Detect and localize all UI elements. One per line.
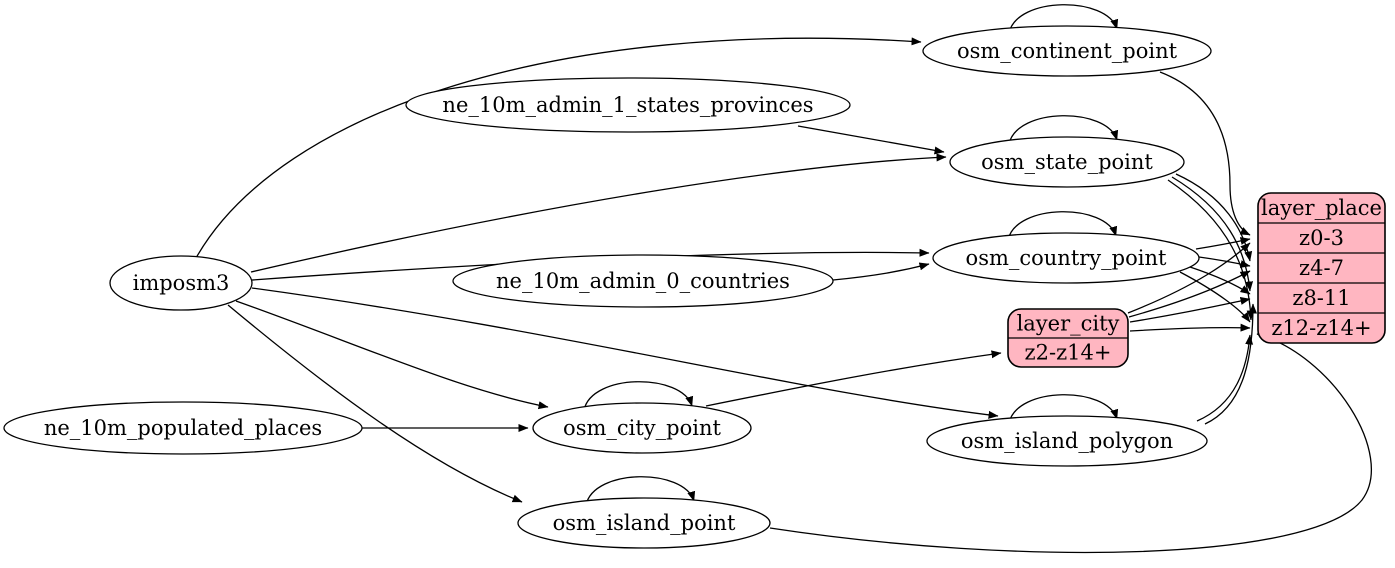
edge-imposm3-to-osm_island_point xyxy=(227,304,523,503)
record-row-layer_place-z12-z14+: z12-z14+ xyxy=(1271,316,1371,340)
node-shape-osm_continent_point xyxy=(922,25,1212,77)
node-label-osm_island_polygon: osm_island_polygon xyxy=(961,429,1173,453)
record-layer_place: layer_place z0-3 z4-7 z8-11 z12-z14+ xyxy=(1257,192,1386,344)
record-row-layer_city-z2-z14+: z2-z14+ xyxy=(1025,341,1112,365)
edge-layer_city-to-layer_place:z8-11 xyxy=(1129,297,1251,323)
node-shape-osm_island_point xyxy=(517,497,771,549)
edge-imposm3-to-osm_continent_point xyxy=(195,37,922,259)
edge-osm_country_point-to-layer_place:z4-7 xyxy=(1198,256,1251,268)
record-row-layer_place-z4-7: z4-7 xyxy=(1299,256,1344,280)
record-row-layer_place-z0-3: z0-3 xyxy=(1299,226,1344,250)
node-label-osm_continent_point: osm_continent_point xyxy=(957,39,1178,63)
node-ne_10m_admin_0_countries: ne_10m_admin_0_countries xyxy=(452,254,834,308)
node-osm_city_point: osm_city_point xyxy=(532,381,752,454)
edge-layer_city-to-layer_place:z4-7 xyxy=(1128,270,1251,318)
node-shape-imposm3 xyxy=(109,255,253,311)
node-shape-osm_city_point xyxy=(532,402,752,454)
edge-osm_continent_point-self-loop xyxy=(1008,4,1119,34)
node-ne_10m_admin_1_states_provinces: ne_10m_admin_1_states_provinces xyxy=(405,77,851,133)
edge-osm_city_point-to-layer_city:z2-z14+ xyxy=(705,350,1002,407)
edge-osm_continent_point-to-layer_place:z0-3 xyxy=(1159,71,1251,236)
node-shape-ne_10m_admin_0_countries xyxy=(452,254,834,308)
node-label-osm_island_point: osm_island_point xyxy=(553,511,736,535)
edge-layer_city-to-layer_place:z12-z14+ xyxy=(1129,323,1251,332)
edge-osm_island_polygon-to-layer_place:z8-11 xyxy=(1204,303,1257,425)
edge-imposm3-to-osm_state_point xyxy=(250,153,947,273)
edge-osm_island_polygon-self-loop xyxy=(1008,394,1119,424)
node-label-imposm3: imposm3 xyxy=(133,271,230,295)
node-label-osm_state_point: osm_state_point xyxy=(981,150,1153,174)
nodes-layer: imposm3 ne_10m_admin_1_states_provincesne… xyxy=(3,4,1212,549)
node-ne_10m_populated_places: ne_10m_populated_places xyxy=(3,401,363,455)
edge-osm_city_point-self-loop xyxy=(583,381,694,411)
record-row-layer_place-z8-11: z8-11 xyxy=(1292,286,1350,310)
node-label-osm_city_point: osm_city_point xyxy=(563,416,721,440)
edge-osm_state_point-self-loop xyxy=(1008,115,1119,145)
edge-layer_city-to-layer_place:z0-3 xyxy=(1127,242,1251,314)
edge-imposm3-to-osm_island_polygon xyxy=(251,287,999,419)
edges-layer xyxy=(195,37,1373,554)
node-osm_continent_point: osm_continent_point xyxy=(922,4,1212,77)
edge-osm_island_polygon-to-layer_place:z12-z14+ xyxy=(1196,334,1254,422)
node-shape-ne_10m_populated_places xyxy=(3,401,363,455)
node-label-ne_10m_populated_places: ne_10m_populated_places xyxy=(44,416,322,440)
node-shape-osm_state_point xyxy=(949,136,1185,188)
node-label-ne_10m_admin_1_states_provinces: ne_10m_admin_1_states_provinces xyxy=(442,93,813,117)
edge-osm_island_point-to-layer_place:z12-z14+ xyxy=(769,332,1373,554)
node-shape-ne_10m_admin_1_states_provinces xyxy=(405,77,851,133)
edge-osm_country_point-to-layer_place:z8-11 xyxy=(1189,266,1251,295)
record-title-layer_city: layer_city xyxy=(1017,312,1120,336)
node-shape-osm_country_point xyxy=(932,232,1200,284)
records-layer: layer_place z0-3 z4-7 z8-11 z12-z14+ layer_ci… xyxy=(1007,192,1386,368)
node-osm_island_point: osm_island_point xyxy=(517,476,771,549)
edge-ne_10m_admin_1_states_provinces-to-osm_state_point xyxy=(797,125,945,155)
edge-osm_country_point-to-layer_place:z0-3 xyxy=(1195,237,1251,250)
edge-ne_10m_admin_0_countries-to-osm_country_point xyxy=(832,262,930,281)
edge-imposm3-to-osm_city_point xyxy=(235,300,549,410)
node-label-osm_country_point: osm_country_point xyxy=(966,246,1167,270)
edge-osm_country_point-self-loop xyxy=(1007,211,1118,241)
node-osm_state_point: osm_state_point xyxy=(949,115,1185,188)
record-layer_city: layer_city z2-z14+ xyxy=(1007,308,1129,368)
node-osm_country_point: osm_country_point xyxy=(932,211,1200,284)
record-title-layer_place: layer_place xyxy=(1261,196,1382,220)
edge-osm_island_point-self-loop xyxy=(585,476,696,506)
node-shape-osm_island_polygon xyxy=(926,415,1208,467)
node-osm_island_polygon: osm_island_polygon xyxy=(926,394,1208,467)
node-label-ne_10m_admin_0_countries: ne_10m_admin_0_countries xyxy=(496,269,790,293)
node-imposm3: imposm3 xyxy=(109,255,253,311)
record-shape-layer_place xyxy=(1257,192,1386,344)
